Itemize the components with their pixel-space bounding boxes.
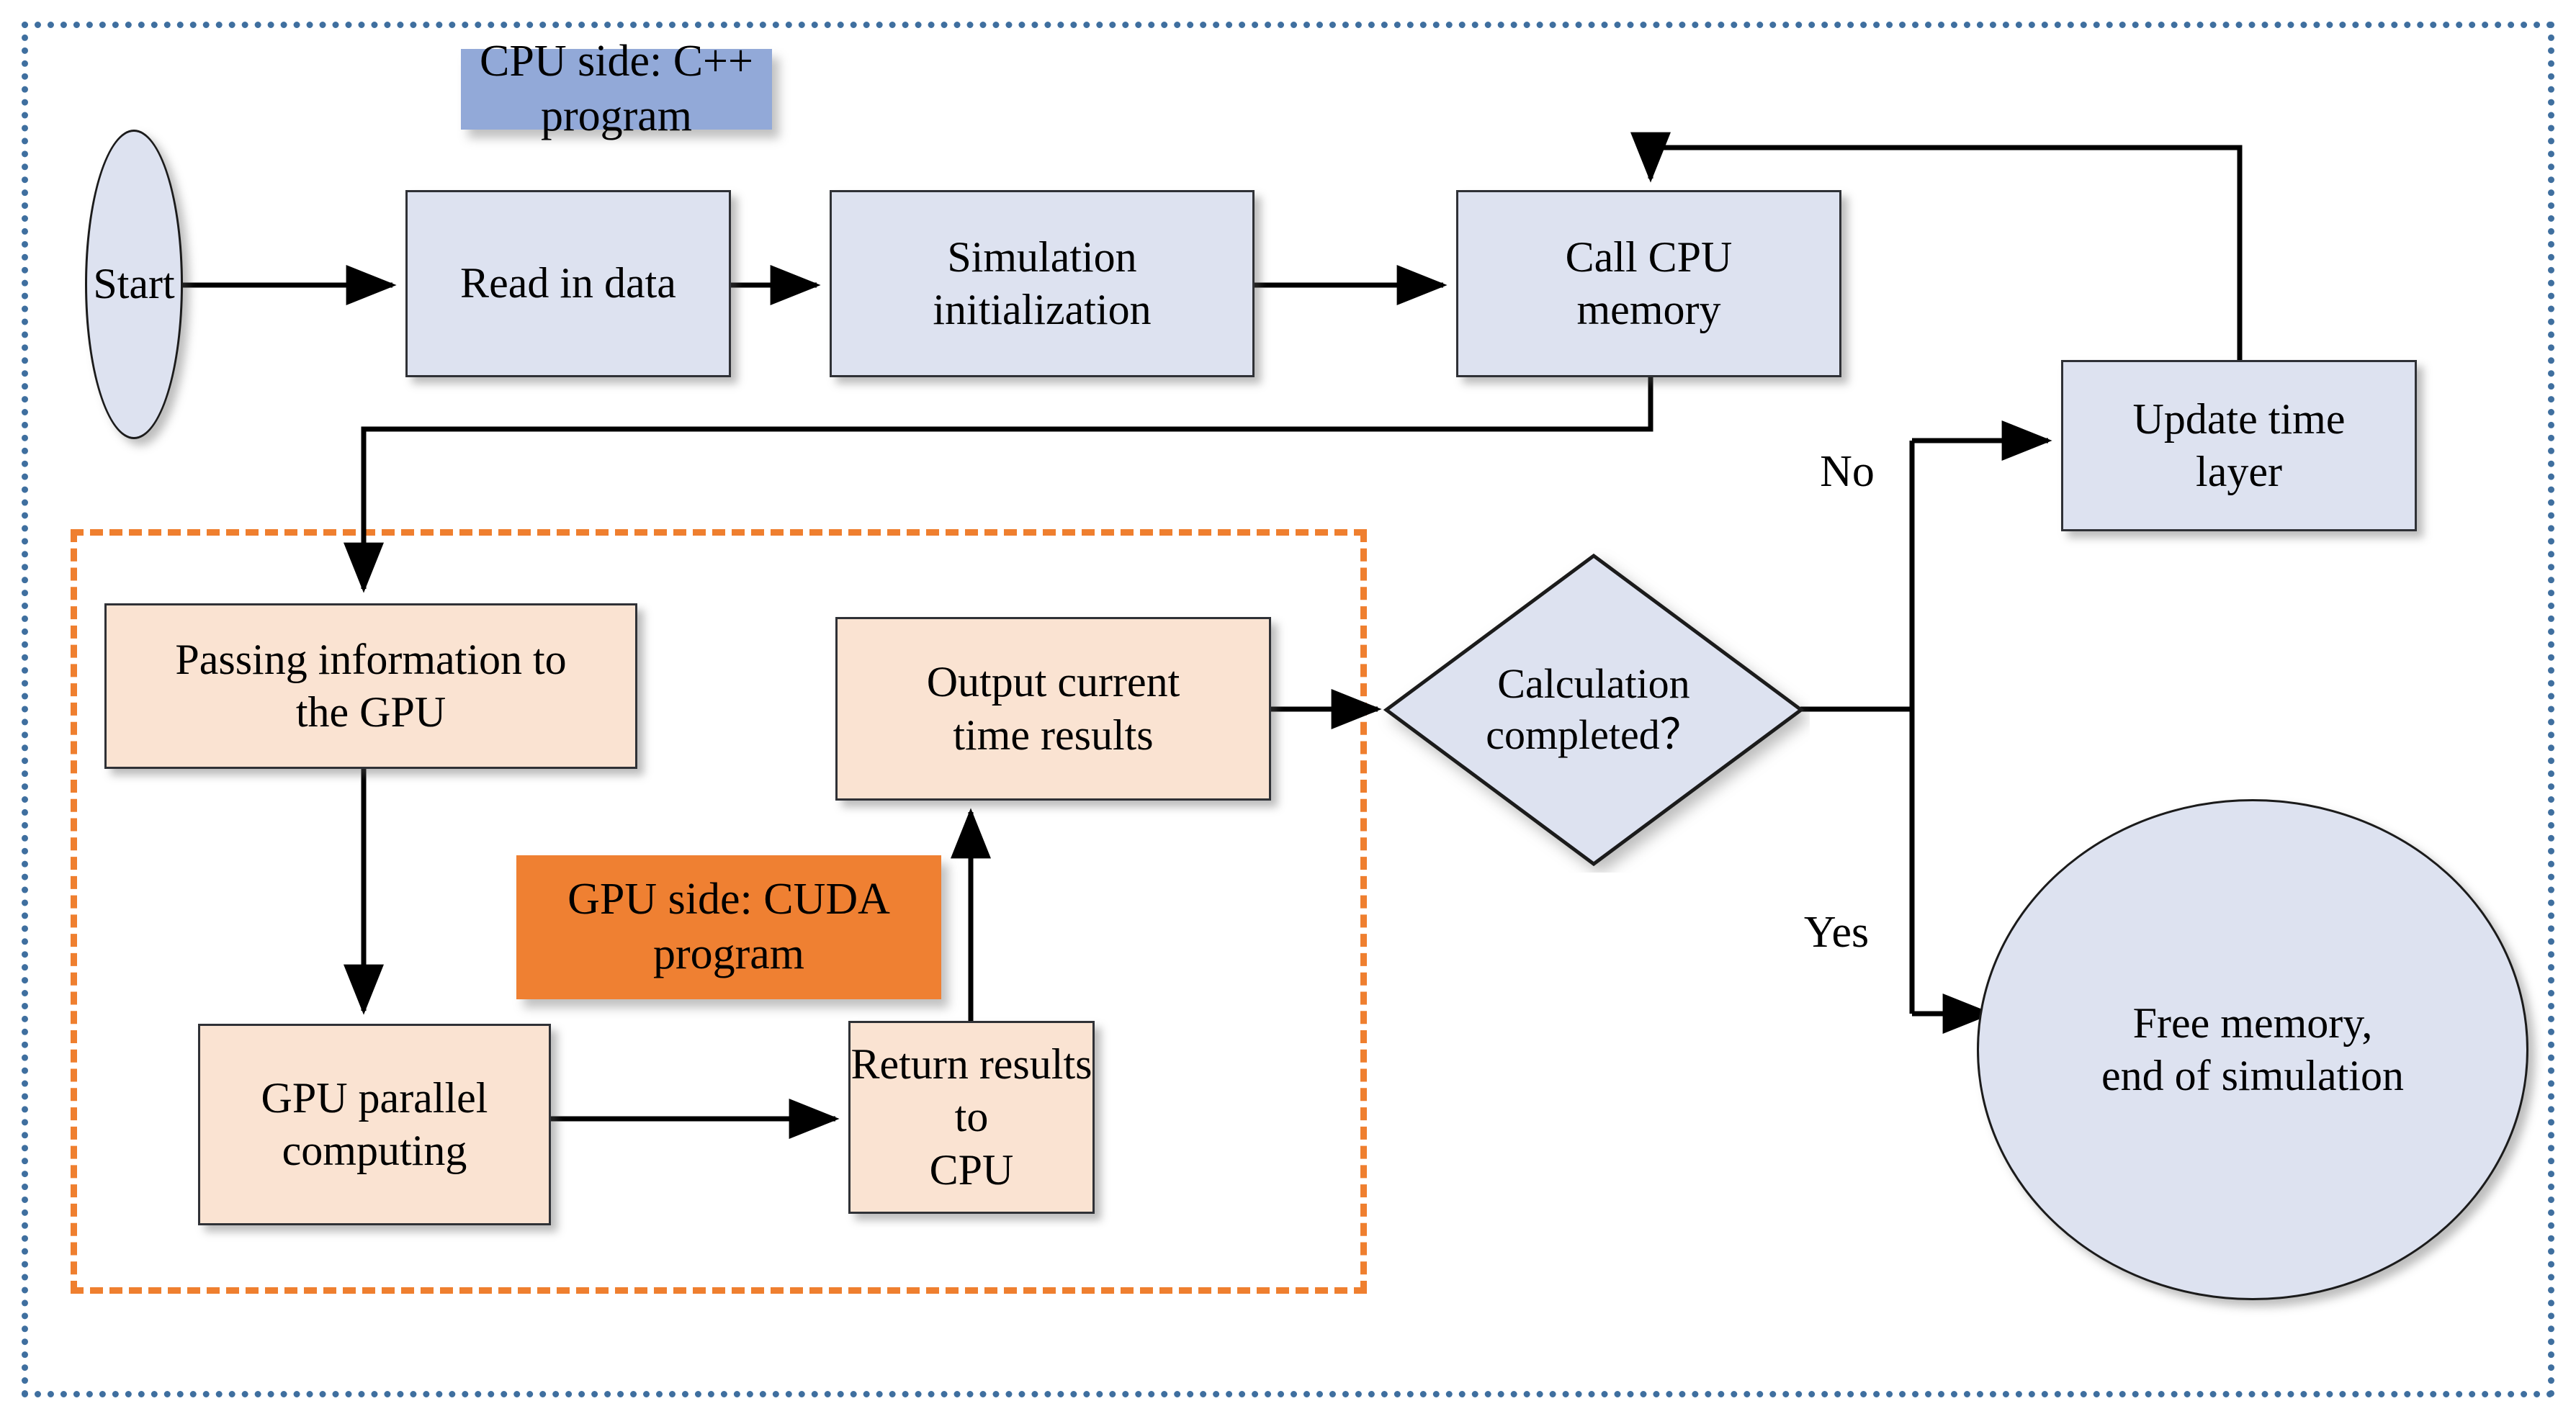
node-start[interactable]: Start <box>85 130 183 439</box>
node-free-memory-end-label: Free memory, end of simulation <box>2101 999 2404 1099</box>
node-gpu-parallel-computing[interactable]: GPU parallel computing <box>198 1024 551 1225</box>
edge-label-no-text: No <box>1820 446 1875 496</box>
node-passing-information-to-gpu-label: Passing information to the GPU <box>175 635 567 736</box>
node-read-in-data-label: Read in data <box>460 259 676 307</box>
node-calculation-completed[interactable]: Calculation completed？ <box>1378 547 1810 873</box>
node-return-results-to-cpu[interactable]: Return results to CPU <box>848 1021 1095 1214</box>
node-start-label: Start <box>93 260 175 308</box>
cpu-section-tag-label: CPU side: C++ program <box>480 37 753 140</box>
node-read-in-data[interactable]: Read in data <box>405 190 731 377</box>
node-calculation-completed-label: Calculation completed？ <box>1486 660 1702 758</box>
gpu-section-tag: GPU side: CUDA program <box>516 855 941 999</box>
node-simulation-initialization[interactable]: Simulation initialization <box>830 190 1255 377</box>
edge-label-no: No <box>1793 432 1901 511</box>
edge-label-yes: Yes <box>1772 893 1901 972</box>
edge-label-yes-text: Yes <box>1803 907 1870 957</box>
node-output-current-time-results-label: Output current time results <box>926 658 1180 759</box>
decision-diamond-shape <box>1383 553 1805 867</box>
node-simulation-initialization-label: Simulation initialization <box>933 233 1152 333</box>
node-passing-information-to-gpu[interactable]: Passing information to the GPU <box>104 603 637 769</box>
node-call-cpu-memory[interactable]: Call CPU memory <box>1456 190 1841 377</box>
outer-dotted-boundary <box>22 22 2554 1397</box>
node-output-current-time-results[interactable]: Output current time results <box>835 617 1271 801</box>
gpu-section-tag-label: GPU side: CUDA program <box>567 875 890 978</box>
node-gpu-parallel-computing-label: GPU parallel computing <box>261 1073 488 1174</box>
node-return-results-to-cpu-label: Return results to CPU <box>851 1040 1092 1194</box>
node-free-memory-end[interactable]: Free memory, end of simulation <box>1977 799 2528 1300</box>
node-call-cpu-memory-label: Call CPU memory <box>1565 233 1733 333</box>
node-update-time-layer-label: Update time layer <box>2132 395 2346 495</box>
node-update-time-layer[interactable]: Update time layer <box>2061 360 2417 531</box>
cpu-section-tag: CPU side: C++ program <box>461 37 772 140</box>
